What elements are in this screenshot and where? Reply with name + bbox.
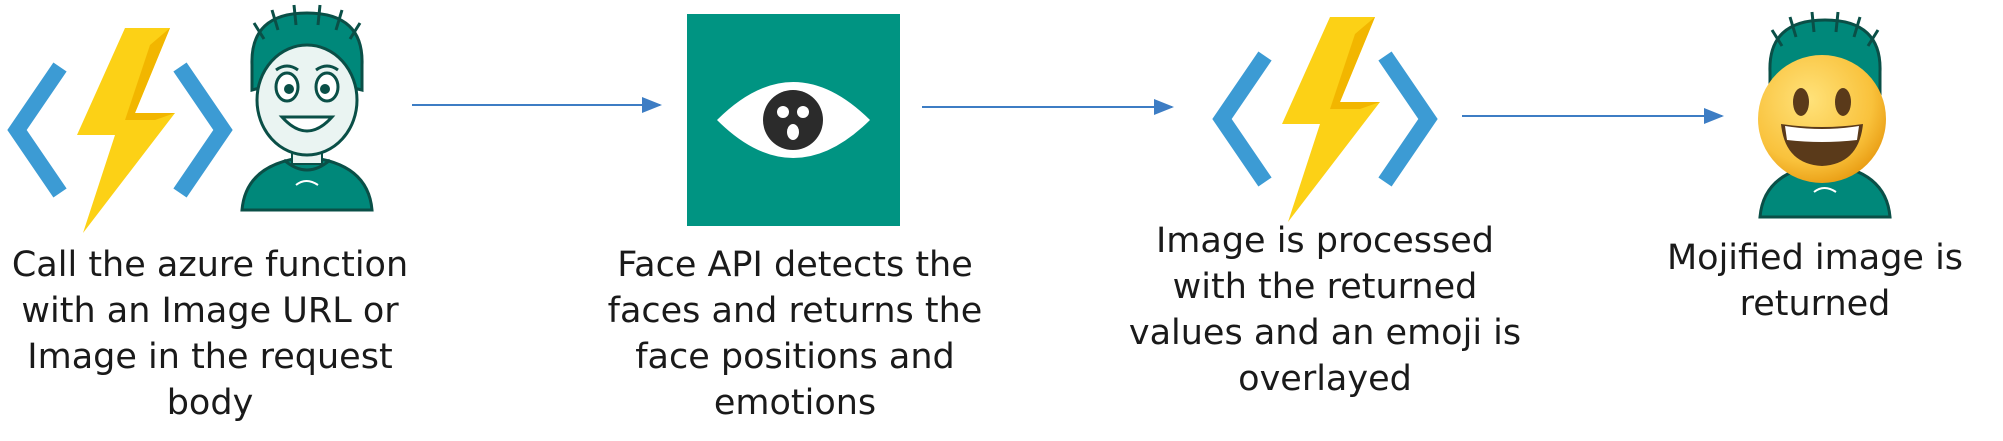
azure-function-icon (1210, 14, 1440, 224)
step-3-caption: Image is processed with the returned val… (1128, 221, 1522, 399)
grinning-emoji-icon (1755, 52, 1889, 186)
step-3: Image is processed with the returned val… (1120, 0, 1540, 441)
step-1-caption: Call the azure function with an Image UR… (11, 245, 409, 423)
step-2-caption: Face API detects the faces and returns t… (607, 245, 983, 423)
step-1: Call the azure function with an Image UR… (0, 0, 408, 441)
face-api-eye-icon (687, 14, 900, 226)
step-4: Mojified image is returned (1640, 0, 2003, 441)
step-2: Face API detects the faces and returns t… (600, 0, 982, 441)
cartoon-person-icon (232, 4, 382, 215)
arrow-2 (920, 97, 1180, 117)
arrow-3 (1460, 106, 1730, 126)
azure-function-icon (5, 25, 235, 235)
arrow-1 (410, 95, 670, 115)
step-4-caption: Mojified image is returned (1666, 238, 1964, 324)
